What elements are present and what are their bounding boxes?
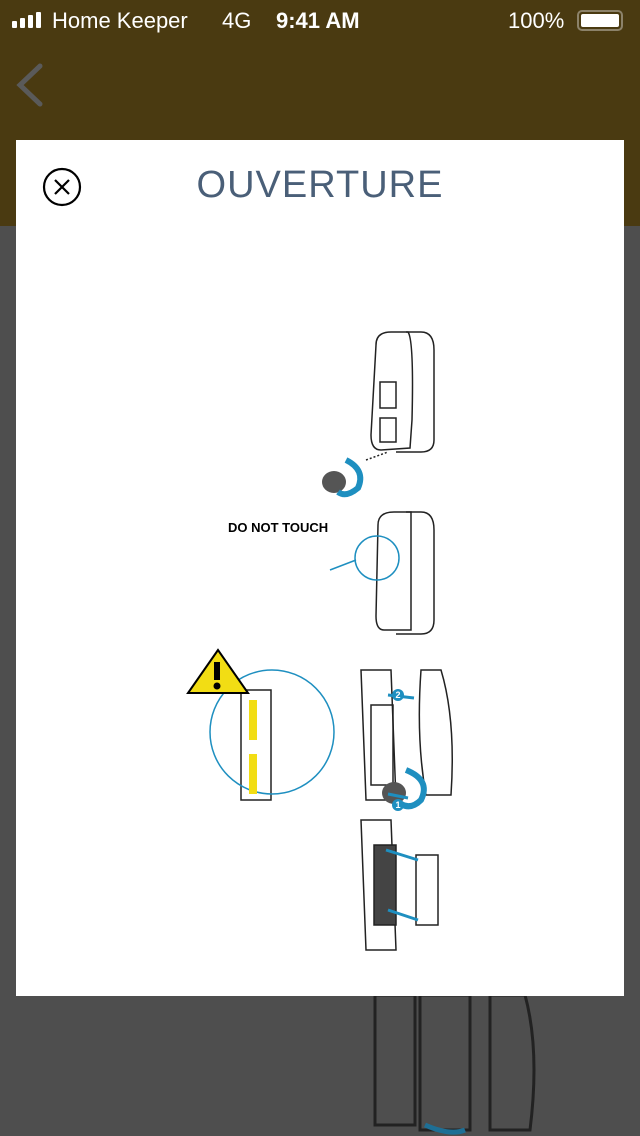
step-number-1: 1	[392, 799, 404, 811]
opening-instructions-illustration	[186, 331, 453, 951]
instruction-modal: OUVERTURE	[16, 140, 624, 996]
battery-icon	[577, 10, 623, 31]
chevron-left-icon[interactable]	[14, 62, 46, 108]
warning-label: DO NOT TOUCH	[228, 520, 329, 535]
network-type: 4G	[222, 8, 252, 33]
close-circle-icon[interactable]	[42, 167, 82, 207]
step-number-2: 2	[392, 689, 404, 701]
modal-title: OUVERTURE	[196, 164, 444, 206]
battery-percent: 100%	[508, 8, 565, 33]
clock: 9:41 AM	[276, 8, 360, 33]
signal-icon	[12, 12, 41, 28]
background-illustration	[373, 993, 536, 1135]
carrier-name: Home Keeper	[52, 8, 188, 33]
status-bar: Home Keeper 4G 9:41 AM 100%	[0, 0, 640, 40]
